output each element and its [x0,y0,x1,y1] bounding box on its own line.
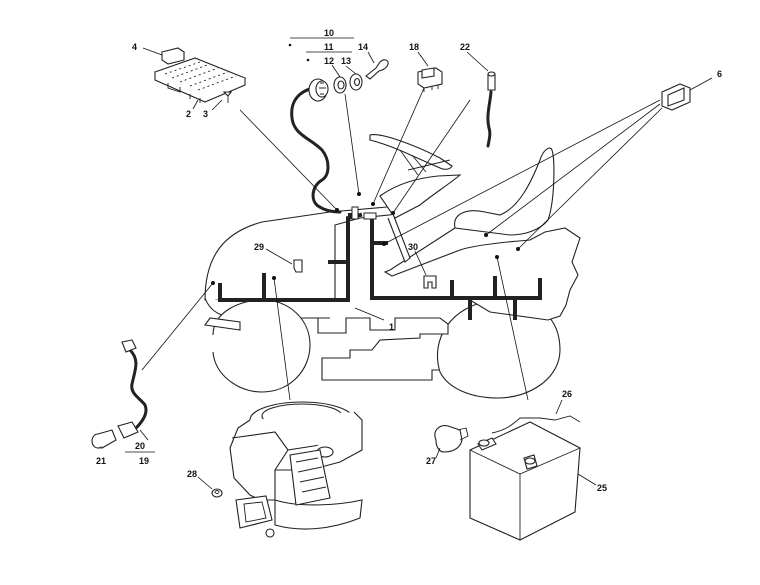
tractor-outline [204,134,581,399]
harness-connector-left [351,206,359,220]
callout-25: 25 [597,483,607,493]
callout-21: 21 [96,456,106,466]
harness-clip-30 [423,275,437,289]
ignition-switch-assembly [290,59,389,214]
callout-12: 12 [324,56,334,66]
nut-28 [211,488,223,498]
rocker-switch-18 [417,67,443,92]
callout-30: 30 [408,242,418,252]
relay-4 [160,47,186,65]
callout-11: 11 [324,42,334,52]
seat-switch-6 [661,83,691,111]
battery-25 [469,421,581,541]
engine [229,401,363,538]
callout-20: 20 [135,441,145,451]
screw-3 [222,91,233,103]
callout-29: 29 [254,242,264,252]
callout-6: 6 [717,69,722,79]
callouts: 1 2 3 4 6 10 11 12 13 14 18 19 20 21 22 … [96,28,722,493]
leader-lines [98,37,713,490]
callout-2: 2 [186,109,191,119]
harness-connector-right [363,212,377,220]
sensor-22 [486,71,496,148]
harness-clip-29 [293,259,303,273]
callout-3: 3 [203,109,208,119]
callout-4: 4 [132,42,137,52]
callout-26: 26 [562,389,572,399]
battery-cable-26 [491,415,581,434]
callout-27: 27 [426,456,436,466]
callout-22: 22 [460,42,470,52]
callout-28: 28 [187,469,197,479]
callout-10: 10 [324,28,334,38]
callout-1: 1 [389,322,394,332]
terminal-cap-27 [434,425,469,453]
callout-14: 14 [358,42,368,52]
light-assembly-19 [91,339,148,449]
control-module-2 [153,57,247,103]
callout-18: 18 [409,42,419,52]
callout-13: 13 [341,56,351,66]
main-wiring-harness [218,206,542,320]
callout-19: 19 [139,456,149,466]
